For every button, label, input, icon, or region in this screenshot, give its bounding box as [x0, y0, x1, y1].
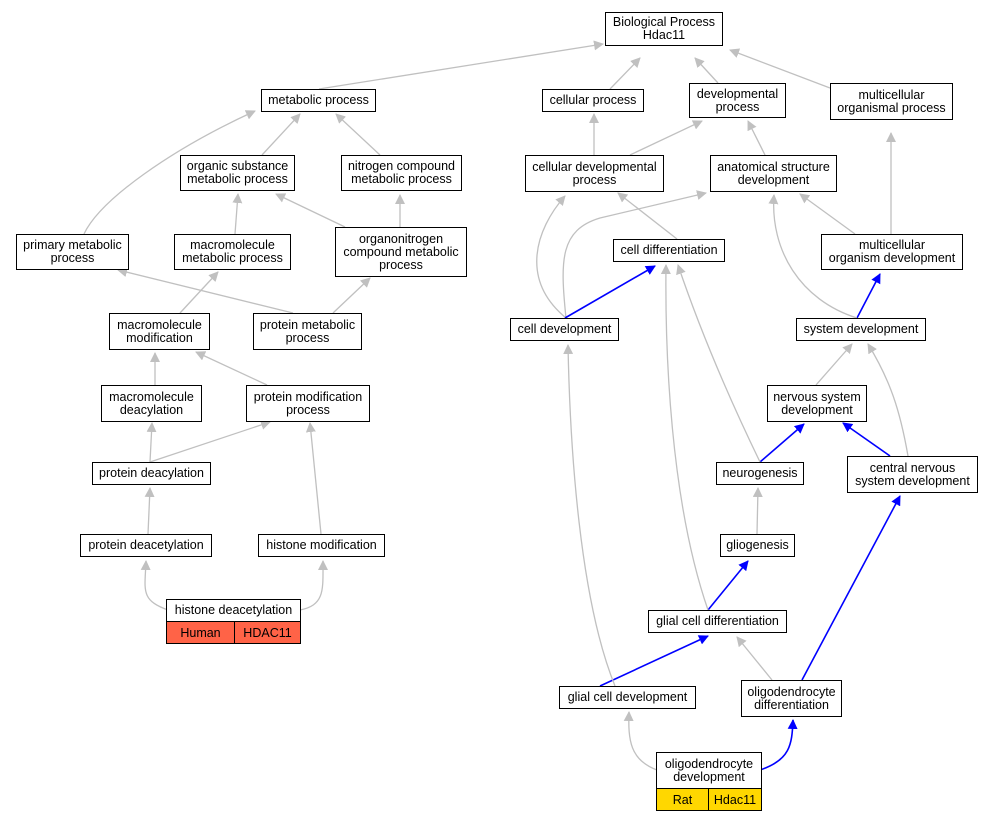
is-a-edge [275, 193, 346, 228]
is-a-edge [759, 423, 805, 463]
is-a-edge [815, 343, 853, 386]
is-a-edge [332, 277, 371, 314]
go-term-macromolecule-modification[interactable]: macromolecule modification [109, 313, 210, 350]
is-a-edge [335, 113, 381, 156]
is-a-edge [146, 422, 157, 463]
go-term-multicellular-organismal[interactable]: multicellular organismal process [830, 83, 953, 120]
go-term-oligodendrocyte-differentiation[interactable]: oligodendrocyte differentiation [741, 680, 842, 717]
is-a-edge [609, 57, 641, 90]
is-a-edge [799, 193, 856, 235]
is-a-edge [149, 420, 271, 463]
go-term-oligodendrocyte-development[interactable]: oligodendrocyte development [656, 752, 762, 789]
go-term-protein-modification[interactable]: protein modification process [246, 385, 370, 422]
is-a-edge [140, 560, 169, 611]
is-a-edge [801, 495, 901, 681]
is-a-edge [623, 711, 658, 771]
go-term-protein-deacetylation[interactable]: protein deacetylation [80, 534, 212, 557]
go-term-cell-differentiation[interactable]: cell differentiation [613, 239, 725, 262]
is-a-edge [117, 267, 294, 314]
is-a-edge [318, 40, 604, 90]
is-a-edge [563, 344, 616, 687]
annotation-gene-histone-deacetylation: HDAC11 [234, 621, 301, 644]
is-a-edge [617, 192, 678, 240]
is-a-edge [536, 195, 567, 319]
is-a-edge [261, 113, 301, 156]
is-a-edge [867, 343, 909, 457]
go-term-cellular[interactable]: cellular process [542, 89, 644, 112]
is-a-edge [736, 636, 773, 681]
go-term-macromolecule-metabolic[interactable]: macromolecule metabolic process [174, 234, 291, 270]
is-a-edge [195, 351, 268, 386]
is-a-edge [83, 110, 256, 235]
go-term-histone-deacetylation[interactable]: histone deacetylation [166, 599, 301, 622]
is-a-edge [660, 264, 709, 611]
is-a-edge [694, 57, 719, 84]
is-a-edge [564, 265, 656, 319]
go-term-metabolic[interactable]: metabolic process [261, 89, 376, 112]
go-term-multicellular-organism-dev[interactable]: multicellular organism development [821, 234, 963, 270]
go-term-primary-metabolic[interactable]: primary metabolic process [16, 234, 129, 270]
go-term-histone-modification[interactable]: histone modification [258, 534, 385, 557]
is-a-edge [856, 273, 881, 319]
go-term-anatomical-structure[interactable]: anatomical structure development [710, 155, 837, 192]
go-term-organic-substance[interactable]: organic substance metabolic process [180, 155, 295, 191]
go-term-developmental[interactable]: developmental process [689, 83, 786, 118]
is-a-edge [305, 422, 322, 535]
go-term-neurogenesis[interactable]: neurogenesis [716, 462, 804, 485]
go-term-nervous-system-dev[interactable]: nervous system development [767, 385, 867, 422]
go-term-bp[interactable]: Biological Process Hdac11 [605, 12, 723, 46]
go-term-gliogenesis[interactable]: gliogenesis [720, 534, 795, 557]
is-a-edge [707, 560, 749, 611]
is-a-edge [842, 422, 891, 457]
go-term-cns-development[interactable]: central nervous system development [847, 456, 978, 493]
is-a-edge [299, 560, 329, 611]
go-term-glial-cell-differentiation[interactable]: glial cell differentiation [648, 610, 787, 633]
is-a-edge [562, 190, 707, 319]
is-a-edge [759, 719, 798, 771]
go-term-protein-deacylation[interactable]: protein deacylation [92, 462, 211, 485]
is-a-edge [144, 487, 155, 535]
go-term-protein-metabolic[interactable]: protein metabolic process [253, 313, 362, 350]
is-a-edge [676, 264, 761, 463]
go-term-nitrogen-compound[interactable]: nitrogen compound metabolic process [341, 155, 462, 191]
go-term-cellular-developmental[interactable]: cellular developmental process [525, 155, 664, 192]
is-a-edge [629, 120, 703, 156]
go-term-system-development[interactable]: system development [796, 318, 926, 341]
go-term-organonitrogen[interactable]: organonitrogen compound metabolic proces… [335, 227, 467, 277]
go-term-cell-development[interactable]: cell development [510, 318, 619, 341]
is-a-edge [747, 120, 766, 156]
annotation-species-oligodendrocyte-development: Rat [656, 788, 709, 811]
is-a-edge [752, 487, 763, 535]
is-a-edge [179, 271, 219, 314]
is-a-edge [599, 635, 709, 687]
annotation-species-histone-deacetylation: Human [166, 621, 235, 644]
is-a-edge [729, 48, 831, 89]
go-term-glial-cell-development[interactable]: glial cell development [559, 686, 696, 709]
annotation-gene-oligodendrocyte-development: Hdac11 [708, 788, 762, 811]
go-term-macromolecule-deacylation[interactable]: macromolecule deacylation [101, 385, 202, 422]
is-a-edge [768, 194, 858, 319]
is-a-edge [232, 193, 243, 235]
